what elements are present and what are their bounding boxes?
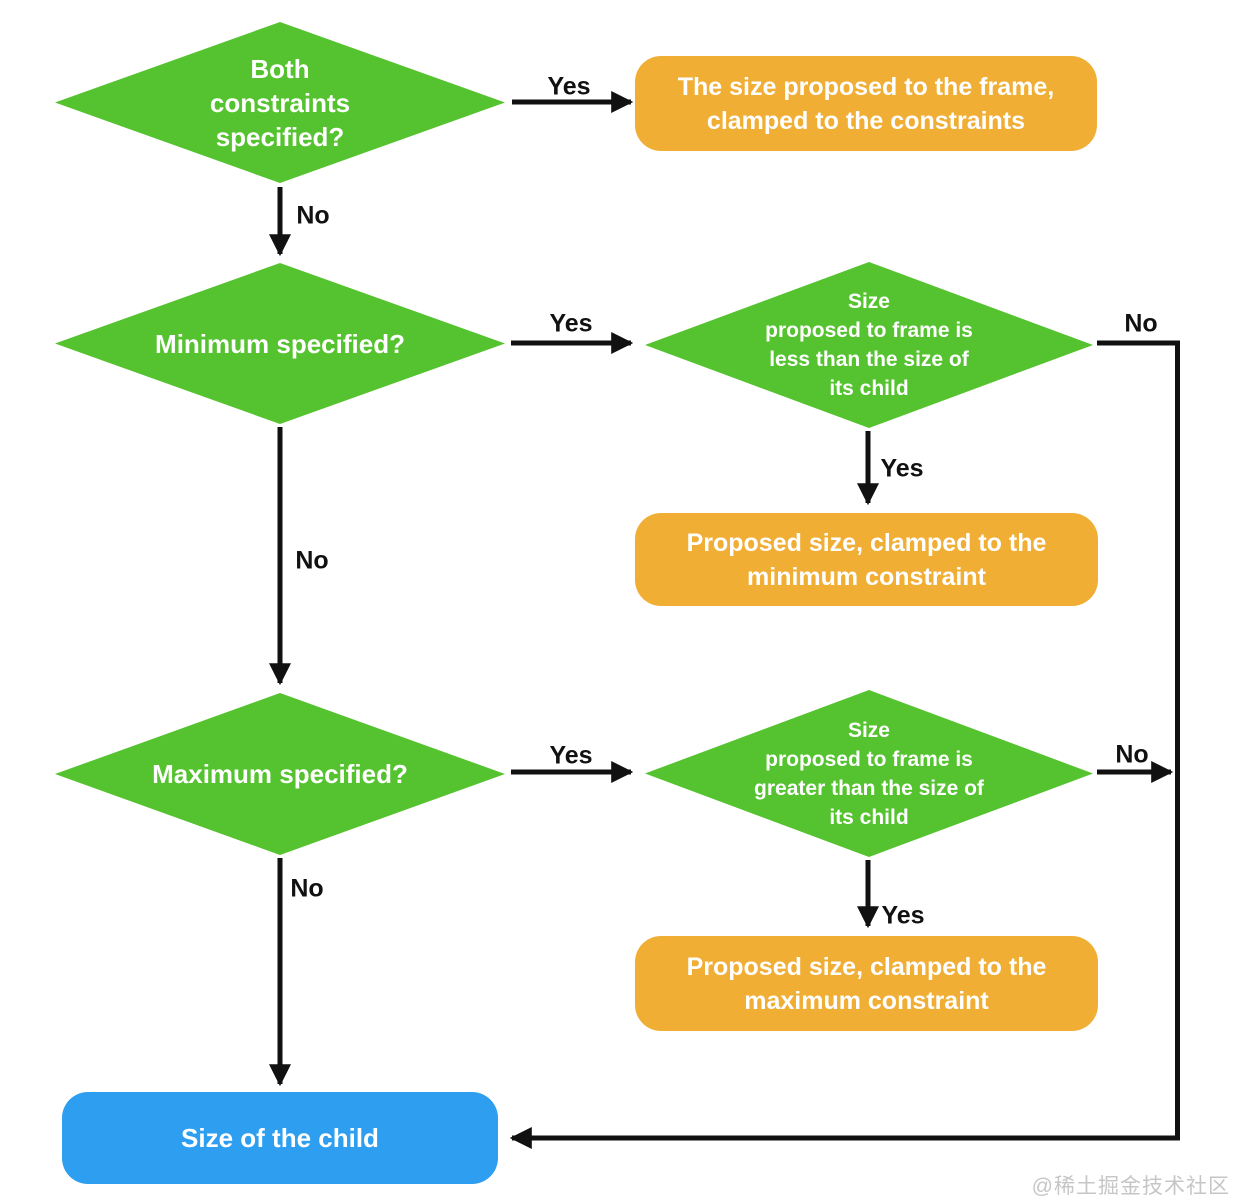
result-clamped-maximum-label: Proposed size, clamped to the maximum co… [686,952,1047,1015]
result-clamped-maximum: Proposed size, clamped to the maximum co… [635,936,1098,1031]
result-size-of-child: Size of the child [62,1092,498,1184]
decision-minimum-specified-label: Minimum specified? [155,328,405,359]
edge-label-both-no: No [296,201,330,230]
decision-both-constraints-label: Both constraints specified? [209,53,351,152]
edge-label-less-yes: Yes [880,454,924,483]
result-clamped-to-constraints-label: The size proposed to the frame, clamped … [677,72,1055,135]
result-clamped-minimum: Proposed size, clamped to the minimum co… [635,513,1098,606]
edge-label-both-yes: Yes [547,72,591,101]
watermark-text: @稀土掘金技术社区 [1031,1175,1230,1198]
result-clamped-minimum-label: Proposed size, clamped to the minimum co… [686,528,1047,591]
edge-label-min-yes: Yes [549,309,593,338]
edge-label-greater-yes: Yes [881,901,925,930]
edge-label-max-yes: Yes [549,741,593,770]
edge-label-max-no: No [290,874,324,903]
edge-label-less-no: No [1124,309,1158,338]
result-clamped-to-constraints: The size proposed to the frame, clamped … [635,56,1097,151]
edge-label-min-no: No [295,546,329,575]
edge-label-greater-no: No [1115,740,1149,769]
result-size-of-child-label: Size of the child [181,1122,379,1153]
decision-less-than-child-label: Size proposed to frame is less than the … [765,290,973,400]
decision-greater-than-child-label: Size proposed to frame is greater than t… [754,718,984,829]
edge-less-no-elbow-arrow [509,340,1180,1150]
decision-maximum-specified-label: Maximum specified? [152,759,408,789]
